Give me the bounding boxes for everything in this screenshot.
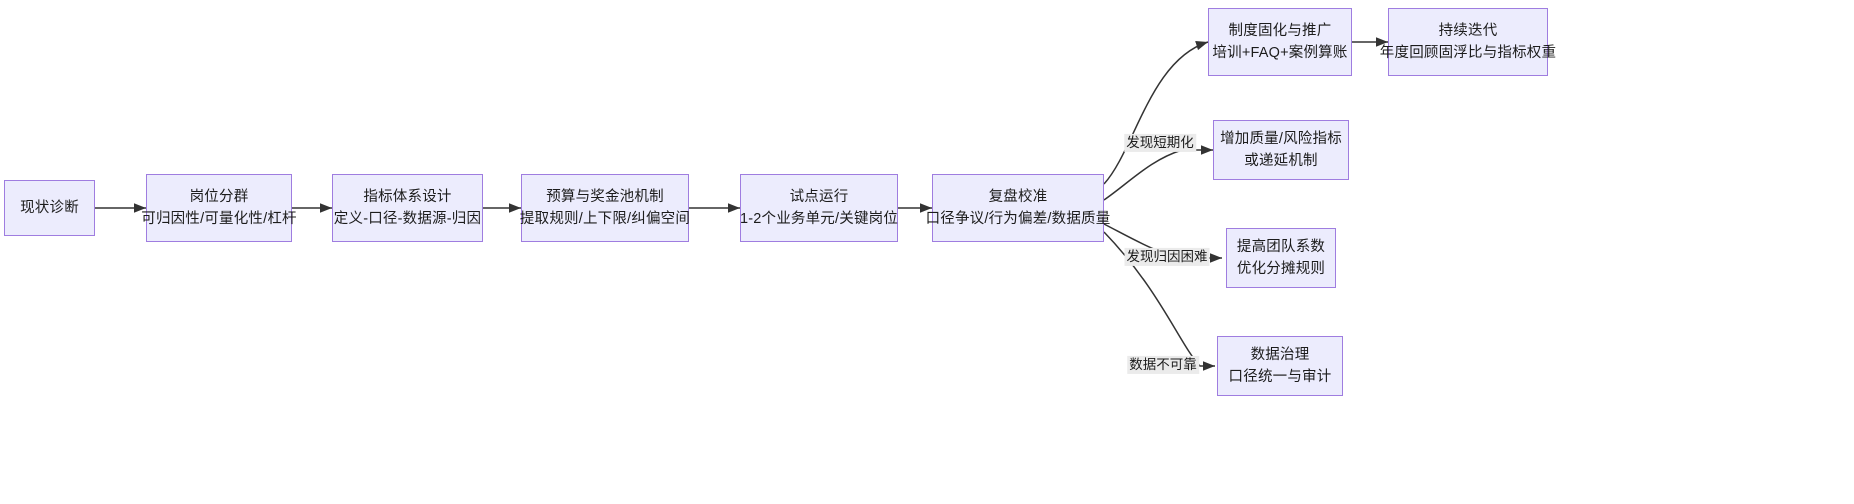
node-n9-line2: 或递延机制 (1244, 153, 1318, 169)
node-n1-line1: 现状诊断 (20, 199, 79, 216)
node-n7-line2: 培训+FAQ+案例算账 (1212, 45, 1348, 61)
node-n7-line1: 制度固化与推广 (1228, 22, 1332, 39)
node-n2-line2: 可归因性/可量化性/杠杆 (141, 211, 297, 227)
edge-label-unreliable-data: 数据不可靠 (1127, 355, 1199, 375)
node-n8-line2: 年度回顾固浮比与指标权重 (1379, 45, 1557, 61)
edge-n6-n9 (1103, 145, 1213, 201)
node-n9-line1: 增加质量/风险指标 (1220, 130, 1342, 147)
node-n5-line2: 1-2个业务单元/关键岗位 (739, 211, 899, 227)
node-n11-line2: 口径统一与审计 (1228, 369, 1332, 385)
node-n4-line2: 提取规则/上下限/纠偏空间 (519, 211, 691, 227)
node-n4-line1: 预算与奖金池机制 (546, 188, 664, 205)
node-n9[interactable]: 增加质量/风险指标 或递延机制 (1213, 120, 1349, 180)
node-n7[interactable]: 制度固化与推广 培训+FAQ+案例算账 (1208, 8, 1352, 76)
node-n3-line2: 定义-口径-数据源-归因 (333, 211, 482, 227)
node-n6[interactable]: 复盘校准 口径争议/行为偏差/数据质量 (926, 174, 1110, 242)
node-n5[interactable]: 试点运行 1-2个业务单元/关键岗位 (740, 174, 898, 242)
node-n6-line1: 复盘校准 (988, 188, 1048, 205)
node-n10-line1: 提高团队系数 (1236, 238, 1326, 255)
edge-n6-n7 (1103, 40, 1209, 185)
node-n6-line2: 口径争议/行为偏差/数据质量 (925, 211, 1111, 227)
node-n11[interactable]: 数据治理 口径统一与审计 (1217, 336, 1343, 396)
node-n3-line1: 指标体系设计 (363, 188, 452, 205)
edge-label-attribution-difficulty: 发现归因困难 (1124, 247, 1210, 267)
node-n8-line1: 持续迭代 (1438, 22, 1498, 39)
node-n11-line1: 数据治理 (1250, 346, 1310, 363)
node-n2[interactable]: 岗位分群 可归因性/可量化性/杠杆 (141, 174, 297, 242)
node-n10[interactable]: 提高团队系数 优化分摊规则 (1226, 228, 1336, 288)
edge-label-short-termism: 发现短期化 (1124, 133, 1196, 153)
node-n10-line2: 优化分摊规则 (1236, 261, 1326, 277)
node-n3[interactable]: 指标体系设计 定义-口径-数据源-归因 (332, 174, 483, 242)
node-n4[interactable]: 预算与奖金池机制 提取规则/上下限/纠偏空间 (519, 174, 691, 242)
node-n5-line1: 试点运行 (789, 188, 849, 205)
node-n8[interactable]: 持续迭代 年度回顾固浮比与指标权重 (1380, 8, 1556, 76)
node-n2-line1: 岗位分群 (189, 188, 249, 205)
node-n1[interactable]: 现状诊断 (4, 180, 95, 236)
